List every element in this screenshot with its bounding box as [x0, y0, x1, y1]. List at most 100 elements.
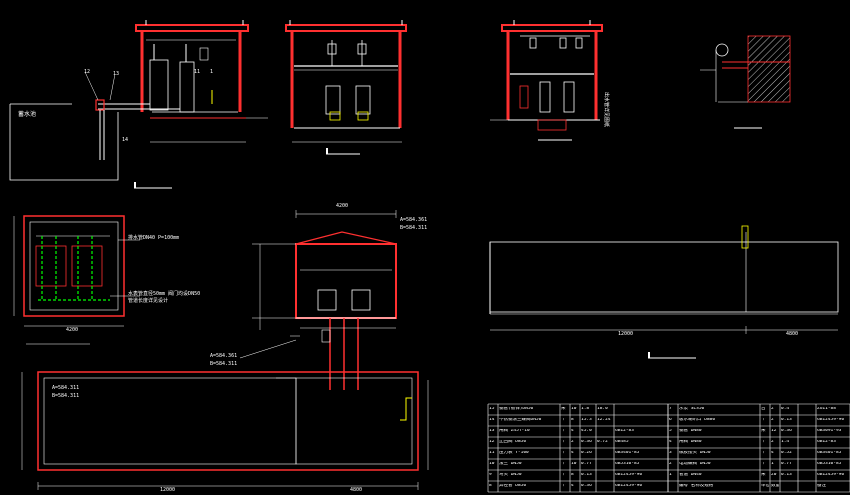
table-cell: 0.13 — [581, 473, 592, 477]
callout-number: 13 — [113, 71, 120, 77]
table-cell: 15 — [489, 407, 495, 411]
table-cell: 压力表 Y-100 — [499, 451, 529, 455]
table-cell: GB12459-90 — [817, 473, 845, 477]
pump-frame — [179, 61, 195, 113]
table-cell: 18.0 — [597, 407, 608, 411]
table-cell: 14 — [489, 418, 495, 422]
table-cell: 1 — [771, 462, 774, 466]
elevation-left — [9, 20, 268, 189]
table-cell: 10 — [489, 462, 495, 466]
table-cell: 0.72 — [597, 440, 608, 444]
table-cell: 钢管(镀锌)DN50 — [499, 407, 534, 411]
table-cell: GB12-83 — [615, 429, 634, 433]
dimension: 4200 — [336, 203, 349, 209]
dimension: 4800 — [786, 331, 799, 337]
table-cell: GB485 — [615, 440, 629, 444]
table-cell: 闸阀 DN80 — [679, 440, 702, 444]
table-cell: 橡胶接头 DN50 — [679, 451, 711, 455]
dimension: 12000 — [618, 331, 634, 337]
table-cell: 4 — [571, 451, 574, 455]
table-cell: 个 — [561, 440, 566, 444]
roof-slab — [135, 24, 249, 32]
title-block-grid — [487, 403, 850, 493]
table-cell: 个 — [561, 473, 566, 477]
table-cell: 2 — [771, 407, 774, 411]
table-cell: 个 — [561, 451, 566, 455]
table-cell: 2 — [669, 462, 672, 466]
table-cell: 20 — [771, 473, 777, 477]
table-cell: 水泵 SLS50 — [679, 407, 705, 411]
table-cell: 1 — [669, 473, 672, 477]
table-cell: 止回阀 DN50 — [499, 440, 527, 444]
table-cell: 备注 — [817, 484, 826, 488]
dimension: 12000 — [160, 487, 176, 493]
elevation-mark: B=584.311 — [210, 361, 238, 367]
table-cell: GB12459-90 — [615, 484, 643, 488]
table-cell: 12.24 — [597, 418, 611, 422]
callout-number: 12 — [84, 69, 91, 75]
table-cell: GB3091-93 — [817, 429, 842, 433]
table-cell: 0.77 — [781, 462, 792, 466]
elevation-mark: A=584.311 — [52, 385, 80, 391]
table-cell: 11 — [489, 451, 495, 455]
table-cell: 法兰 DN50 — [499, 462, 522, 466]
table-cell: 7 — [669, 407, 672, 411]
table-cell: 6 — [669, 418, 672, 422]
callout-number: 14 — [122, 137, 129, 143]
table-cell: 钢管 DN80 — [679, 429, 702, 433]
table-cell: 吸水喇叭口 DN80 — [679, 418, 716, 422]
table-cell: 13 — [489, 429, 495, 433]
table-cell: 8 — [571, 418, 574, 422]
table-cell: 个 — [761, 418, 766, 422]
table-cell: 0.4 — [781, 407, 790, 411]
table-cell: 0.13 — [781, 473, 792, 477]
table-cell: 2 — [571, 440, 574, 444]
pool-label: 蓄水池 — [18, 111, 37, 118]
elevation-mark: A=584.361 — [210, 353, 238, 359]
table-cell: 8 — [489, 484, 492, 488]
table-cell: GB12-83 — [817, 440, 836, 444]
table-cell: 个 — [561, 418, 566, 422]
table-cell: 米 — [761, 429, 766, 433]
long-section — [489, 225, 839, 359]
plan-note: 排水管DN40 P=100mm — [128, 235, 180, 241]
table-cell: 个 — [761, 440, 766, 444]
table-cell: 4 — [771, 451, 774, 455]
table-cell: 3 — [669, 451, 672, 455]
table-cell: GB3401-85 — [817, 451, 842, 455]
table-cell: 个 — [561, 462, 566, 466]
dimension: 4800 — [350, 487, 363, 493]
table-cell: 单位 — [761, 484, 769, 488]
table-cell: 台 — [761, 407, 766, 411]
table-cell: 4 — [669, 440, 672, 444]
callout-number: 1 — [210, 69, 214, 75]
table-cell: 米 — [761, 473, 766, 477]
table-cell: 8 — [571, 473, 574, 477]
table-cell: 0.36 — [781, 429, 792, 433]
table-cell: 15.3 — [581, 418, 592, 422]
table-cell: 4 — [571, 429, 574, 433]
elevation-middle — [285, 20, 407, 155]
elevation-mark: B=584.311 — [400, 225, 428, 231]
table-cell: 0.36 — [581, 484, 592, 488]
table-cell: 编号 名称及规格 — [679, 484, 714, 488]
table-cell: 异径管 DN50 — [499, 484, 527, 488]
plan-dimension: 4200 — [66, 327, 79, 333]
table-cell: 个 — [561, 429, 566, 433]
table-cell: GB3401-85 — [615, 451, 640, 455]
table-cell: 1.8 — [581, 407, 590, 411]
center-section — [239, 210, 397, 390]
table-cell: 0.36 — [581, 440, 592, 444]
table-cell: 弯头 DN50 — [499, 473, 522, 477]
elevation-mark: B=584.311 — [52, 393, 80, 399]
table-cell: 9 — [489, 473, 492, 477]
table-cell: GB5310-85 — [817, 462, 842, 466]
plan-note-3: 管道长度详见设计 — [128, 298, 169, 304]
table-cell: 0.77 — [581, 462, 592, 466]
table-cell: 0.52 — [781, 451, 792, 455]
table-cell: 4 — [571, 484, 574, 488]
vertical-note: 出水管详见图纸 — [603, 92, 609, 128]
table-cell: ZG11-88 — [817, 407, 836, 411]
elevation-mark: A=584.361 — [400, 217, 428, 223]
